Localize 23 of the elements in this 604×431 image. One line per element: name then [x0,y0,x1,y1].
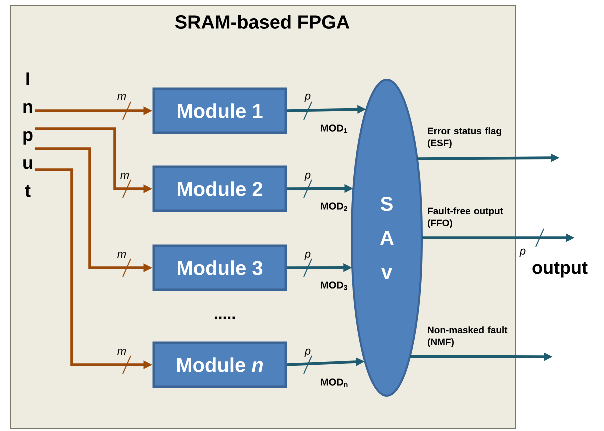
bus-width-label: p [304,94,311,102]
bus-width-label: m [118,94,126,100]
input-label: I n p u t [24,72,33,198]
edge-label: MOD$_{2}$ [321,202,348,212]
edge-label: Fault-free output (FFO) [428,208,504,228]
module-box: Module 3 [152,244,288,292]
bus-width-label: m [120,173,130,179]
bus-width-label: m [118,252,126,258]
bus-width-label: p [304,252,311,260]
module-box: Module 2 [152,166,288,212]
edge-label: Error status flag (ESF) [428,128,502,148]
edge-label: Non-masked fault (NMF) [428,326,508,348]
bus-width-label: p [304,172,311,182]
ellipsis: ..... [214,316,236,320]
bus-width-label: p [520,248,526,258]
module-box: Module n [152,342,288,388]
edge-label: MOD$_{3}$ [321,282,348,290]
bus-width-label: m [118,349,126,355]
edge-label: MOD$_{n}$ [321,378,348,388]
output-label: output [532,262,588,278]
bus-width-label: p [304,348,311,358]
module-box: Module 1 [152,88,288,134]
edge-label: MOD$_{1}$ [321,124,348,134]
